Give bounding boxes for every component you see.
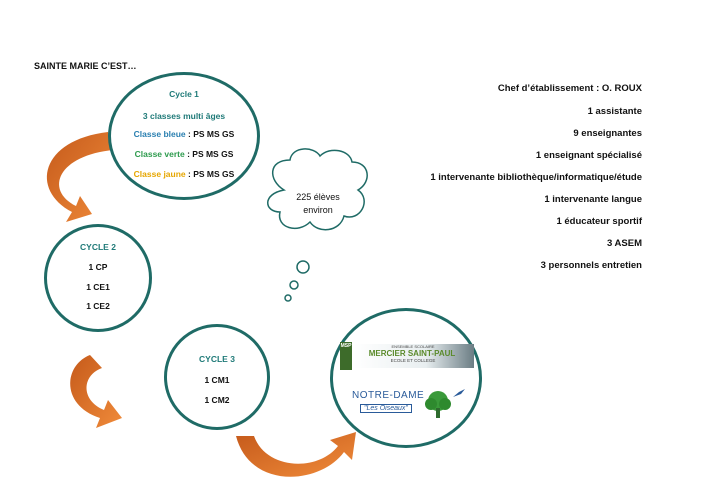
cycle2-heading: CYCLE 2 (80, 242, 116, 252)
staff-item: Chef d’établissement : O. ROUX (497, 83, 642, 94)
cycle3-item: 1 CM1 (204, 375, 230, 385)
mercier-line1: ENSEMBLE SCOLAIRE (391, 344, 435, 349)
cycle1-class-blue: Classe bleue : PS MS GS (108, 129, 260, 139)
class-levels: : PS MS GS (184, 149, 234, 159)
cycle2-item: 1 CE2 (86, 301, 110, 311)
staff-item: 3 ASEM (606, 238, 642, 249)
cycle2-item: 1 CP (88, 262, 108, 272)
mercier-logo: MSP ENSEMBLE SCOLAIRE MERCIER SAINT-PAUL… (340, 342, 476, 372)
cycle3-heading: CYCLE 3 (199, 354, 235, 364)
logos-circle (330, 308, 482, 448)
staff-item: 1 assistante (587, 106, 642, 117)
staff-item: 1 intervenante bibliothèque/informatique… (430, 172, 642, 183)
curved-arrow-2 (70, 355, 122, 428)
cycle1-circle (108, 72, 260, 200)
class-name: Classe bleue (133, 129, 186, 139)
staff-item: 9 enseignantes (573, 128, 642, 139)
staff-item: 1 éducateur sportif (556, 216, 642, 227)
mercier-line3: ECOLE ET COLLEGE (390, 358, 436, 363)
notredame-line1: NOTRE-DAME (352, 390, 425, 401)
staff-item: 3 personnels entretien (540, 260, 642, 271)
bird-icon (453, 389, 465, 397)
mercier-banner (354, 344, 474, 368)
class-levels: : PS MS GS (185, 129, 235, 139)
cycle2-circle (44, 224, 152, 332)
page-title: SAINTE MARIE C’EST… (34, 61, 137, 71)
cycle1-subheading: 3 classes multi âges (142, 111, 226, 121)
cycle3-circle (164, 324, 270, 430)
class-name: Classe verte (134, 149, 185, 159)
class-name: Classe jaune (133, 169, 186, 179)
cycle3-item: 1 CM2 (204, 395, 230, 405)
staff-item: 1 intervenante langue (544, 194, 642, 205)
cycle1-class-yellow: Classe jaune : PS MS GS (108, 169, 260, 179)
cycle2-item: 1 CE1 (86, 282, 110, 292)
notredame-line2: "Les Oiseaux" (360, 404, 412, 413)
cycle1-class-green: Classe verte : PS MS GS (108, 149, 260, 159)
mercier-line2: MERCIER SAINT-PAUL (368, 349, 456, 358)
curved-arrow-1 (46, 132, 114, 222)
notredame-logo: NOTRE-DAME "Les Oiseaux" (352, 388, 468, 424)
cloud-line2: environ (303, 205, 333, 215)
tree-icon (425, 391, 451, 418)
cloud-line1: 225 élèves (296, 192, 340, 202)
thought-cloud (267, 148, 368, 302)
cycle1-heading: Cycle 1 (169, 89, 199, 99)
staff-item: 1 enseignant spécialisé (535, 150, 642, 161)
curved-arrow-3 (236, 432, 356, 477)
class-levels: : PS MS GS (185, 169, 235, 179)
msp-badge: MSP (340, 342, 352, 370)
